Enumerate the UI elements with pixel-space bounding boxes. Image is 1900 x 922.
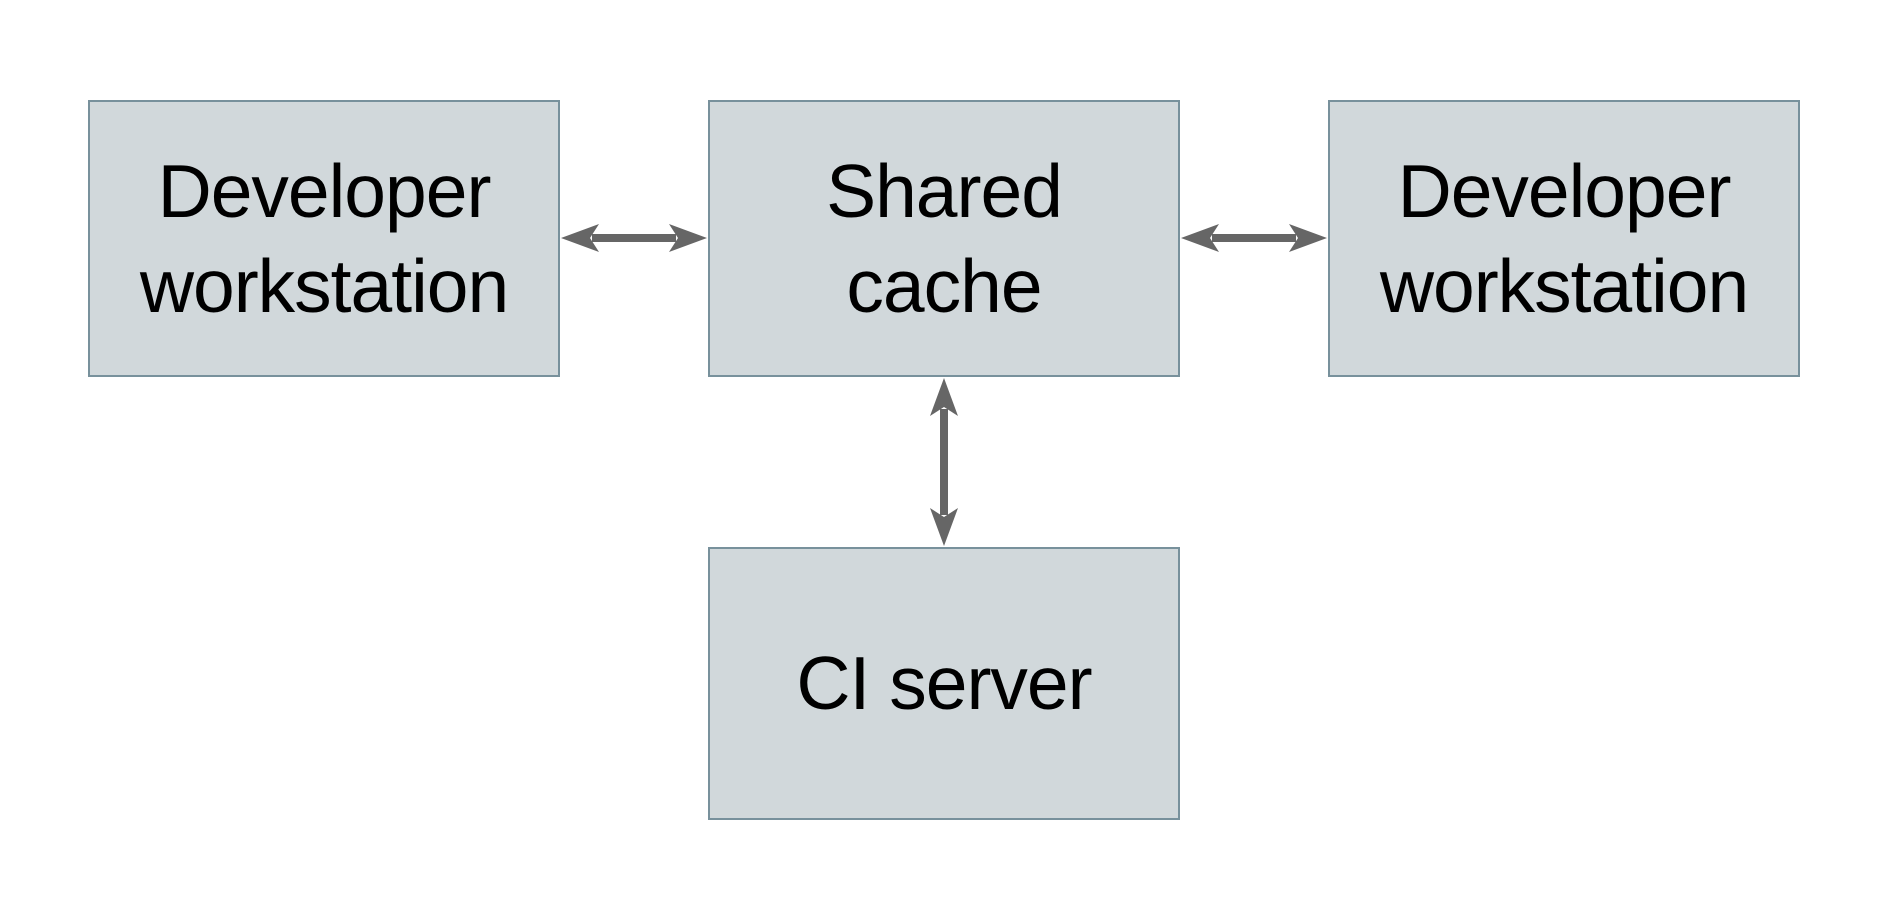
bidirectional-arrow-cache-to-ci-icon	[930, 378, 958, 546]
node-label-line: CI server	[796, 641, 1092, 725]
node-developer-workstation-right: Developer workstation	[1328, 100, 1800, 377]
node-label-line: Developer	[1397, 148, 1732, 233]
node-label-line: Developer	[157, 148, 492, 233]
node-ci-server: CI server	[708, 547, 1180, 820]
node-label-line: cache	[846, 243, 1042, 328]
bidirectional-arrow-left-to-cache-icon	[561, 224, 707, 252]
bidirectional-arrow-cache-to-right-icon	[1181, 224, 1327, 252]
node-label-line: workstation	[139, 243, 509, 328]
node-developer-workstation-left: Developer workstation	[88, 100, 560, 377]
node-label-line: Shared	[826, 148, 1063, 233]
node-label-line: workstation	[1379, 243, 1749, 328]
node-shared-cache: Shared cache	[708, 100, 1180, 377]
